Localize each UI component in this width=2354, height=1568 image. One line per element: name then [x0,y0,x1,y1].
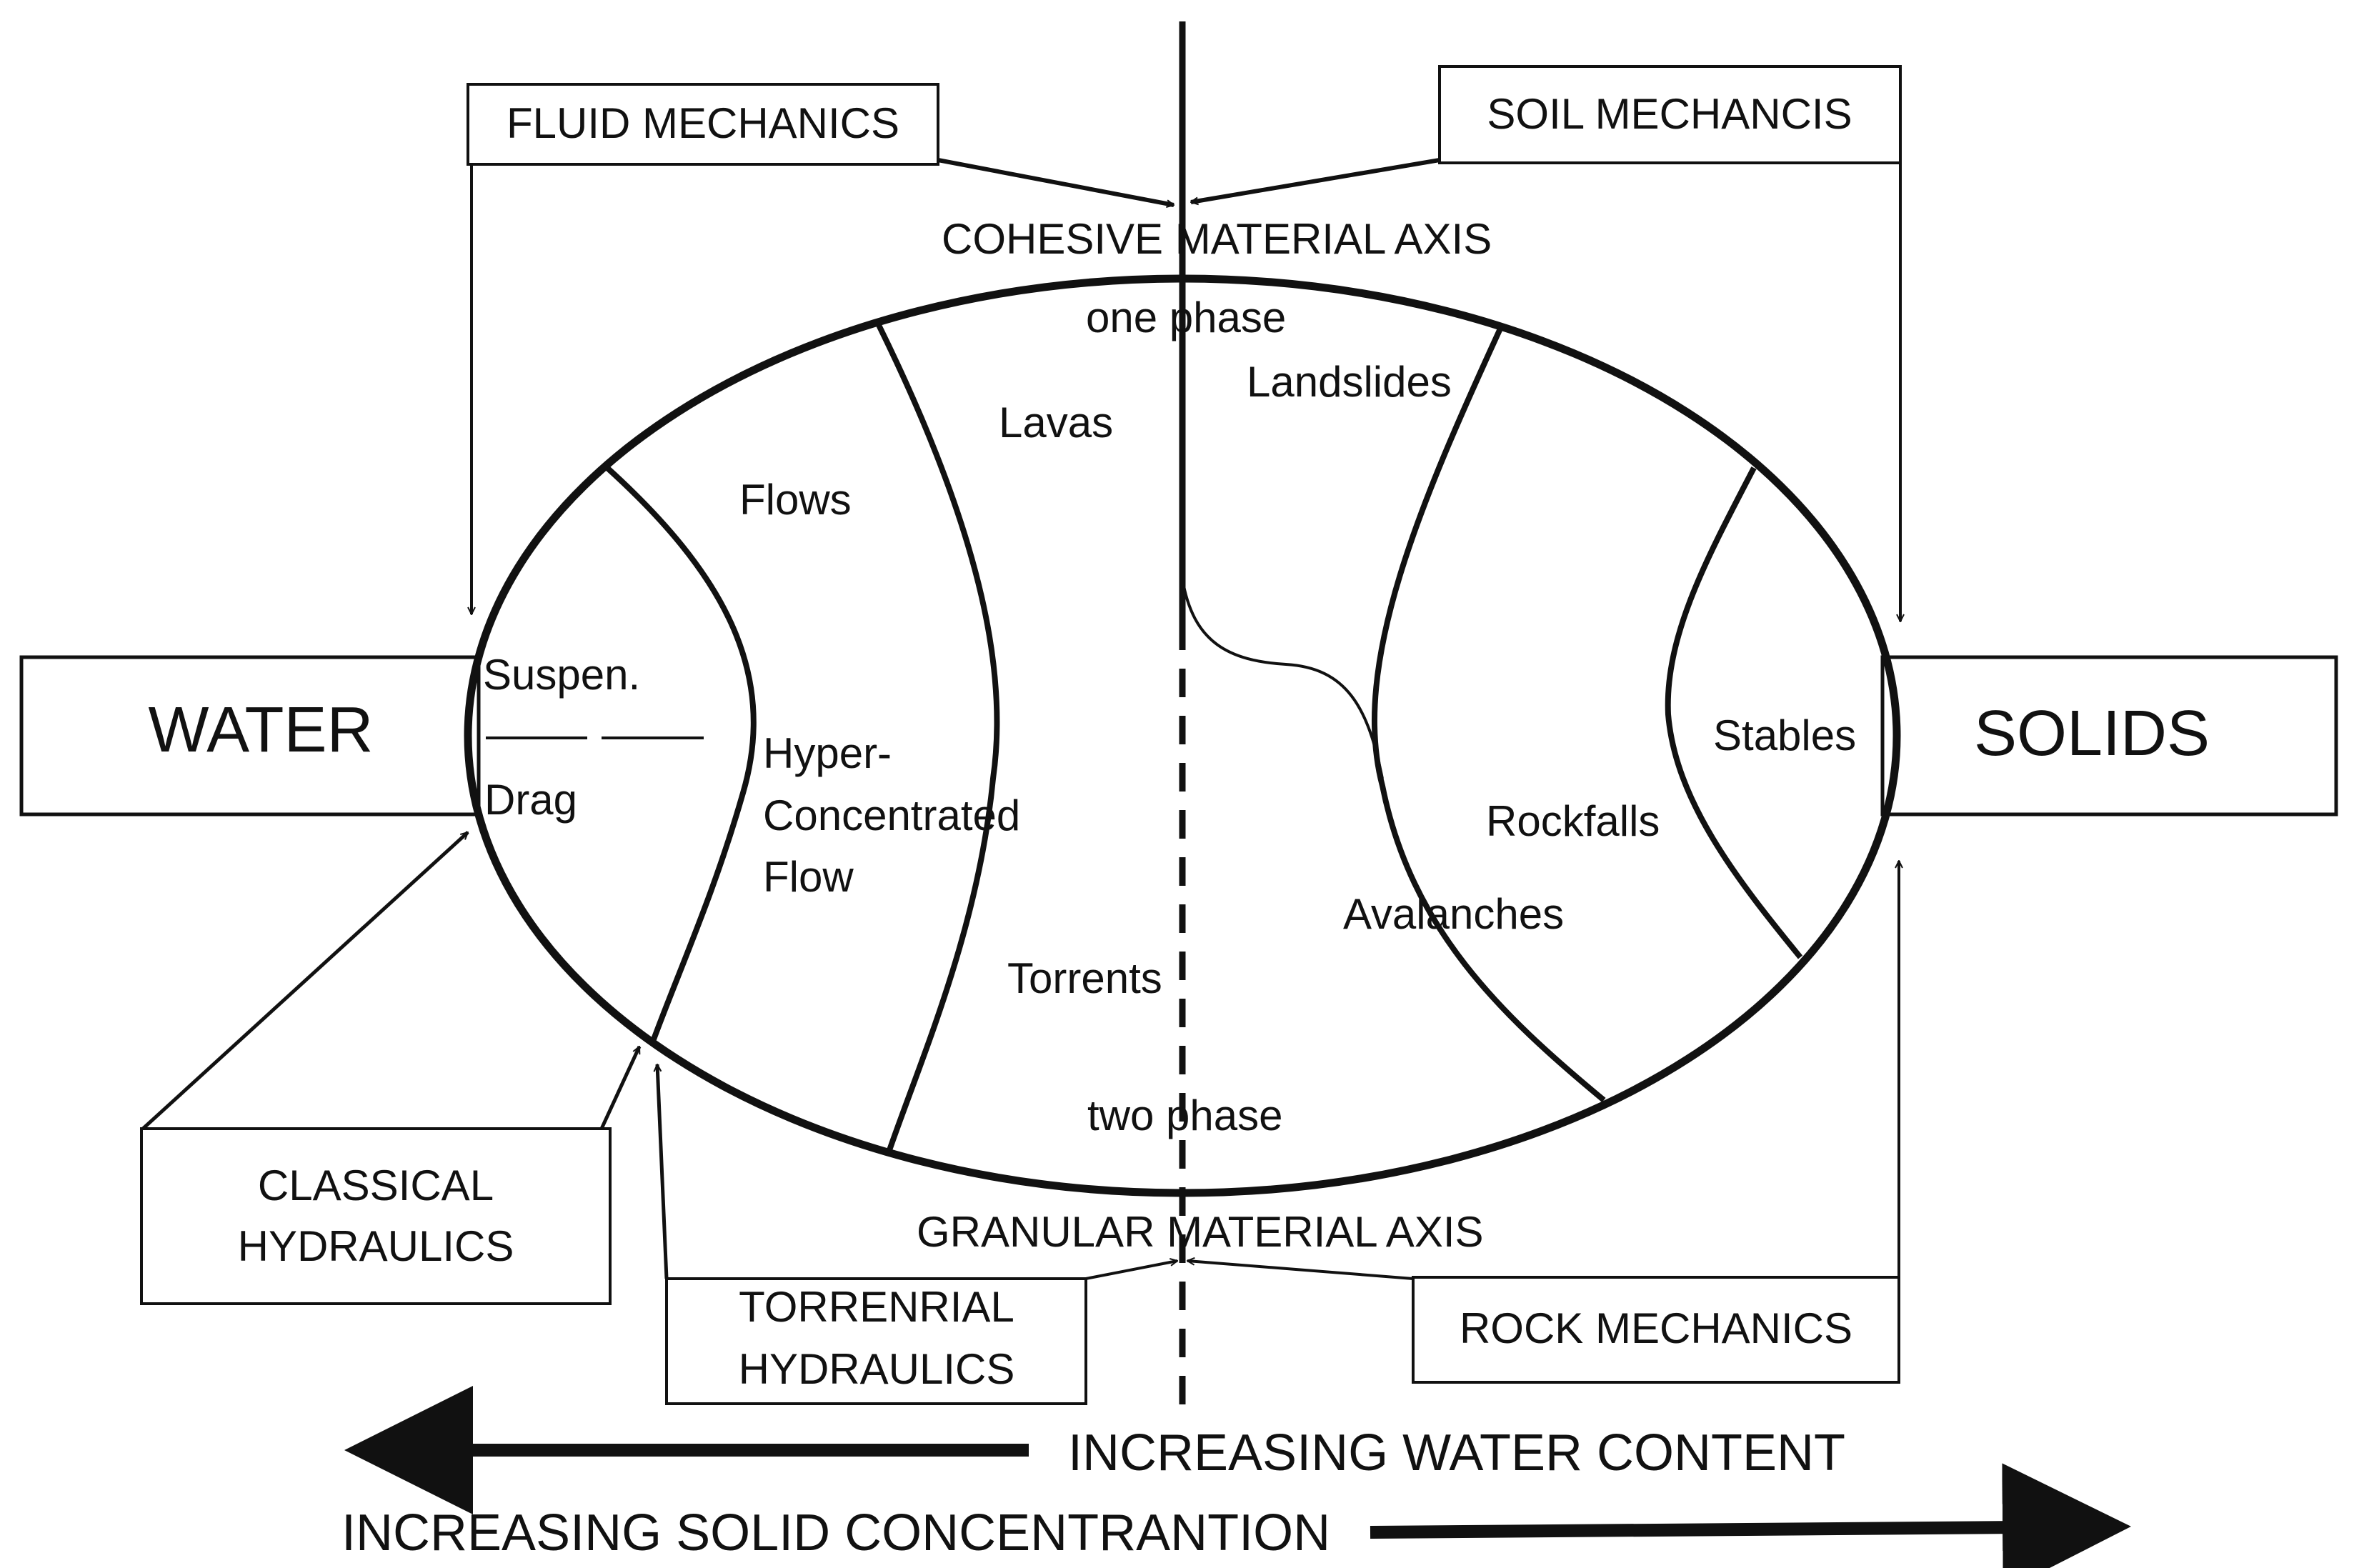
torrents-label: Torrents [1007,954,1162,1002]
solids-box [1880,655,2338,817]
boundary-suspension-hyper [605,466,757,1041]
boundary-hyper-torrents [876,324,1000,1152]
suspension-label: Suspen. [483,651,640,699]
lavas-label: Lavas [999,399,1113,446]
water-label: WATER [149,694,374,766]
hyper-label-3: Flow [763,853,854,901]
torrential-hydraulics-box [665,1277,1087,1405]
boundary-landslides-rockfalls [1372,327,1606,1103]
soil-mechanics-to-axis-arrow [1191,158,1440,202]
torrential-hydraulics-to-axis-arrow [1085,1261,1177,1280]
rock-mechanics-label: ROCK MECHANICS [1460,1304,1852,1352]
two-phase-label: two phase [1087,1092,1283,1139]
solid-concentration-arrow [1370,1463,2131,1568]
soil-mechanics-label: SOIL MECHANCIS [1487,90,1852,138]
fluid-mechanics-to-axis-arrow [937,158,1174,205]
solid-concentration-label: INCREASING SOLID CONCENTRANTION [341,1504,1330,1562]
stables-label: Stables [1713,711,1856,759]
water-box [19,655,481,817]
hyper-label-2: Concentrated [763,792,1020,839]
granular-axis-label: GRANULAR MATERIAL AXIS [917,1208,1484,1256]
drag-label: Drag [484,776,577,824]
torrential-hydraulics-label-2: HYDRAULICS [739,1345,1015,1393]
boundary-rockfalls-stables [1665,466,1803,959]
classical-hydraulics-box [140,1127,612,1305]
rockfalls-label: Rockfalls [1486,797,1660,845]
torrential-hydraulics-label-1: TORRENRIAL [739,1283,1014,1331]
fluid-mechanics-label: FLUID MECHANICS [507,99,899,147]
flows-label: Flows [739,476,852,524]
water-content-label: INCREASING WATER CONTENT [1068,1424,1845,1482]
classical-hydraulics-to-ellipse-arrow [141,831,469,1130]
torrential-hydraulics-to-boundary-arrow [657,1064,669,1279]
rock-mechanics-to-axis-arrow [1187,1261,1414,1280]
cohesive-axis-label: COHESIVE MATERIAL AXIS [942,215,1492,263]
classical-hydraulics-label-1: CLASSICAL [258,1162,494,1209]
soil-mechanics-box [1438,65,1902,164]
fluid-mechanics-box [467,83,939,166]
rock-mechanics-box [1412,1276,1900,1384]
avalanches-label: Avalanches [1343,890,1564,938]
boundary-thin-curve [1181,578,1384,779]
solids-label: SOLIDS [1974,698,2210,769]
hyper-label-1: Hyper- [763,729,892,777]
classical-hydraulics-label-2: HYDRAULICS [238,1222,514,1270]
landslides-label: Landslides [1247,358,1452,406]
classical-hydraulics-to-boundary-arrow [599,1047,642,1130]
one-phase-label: one phase [1086,294,1286,341]
